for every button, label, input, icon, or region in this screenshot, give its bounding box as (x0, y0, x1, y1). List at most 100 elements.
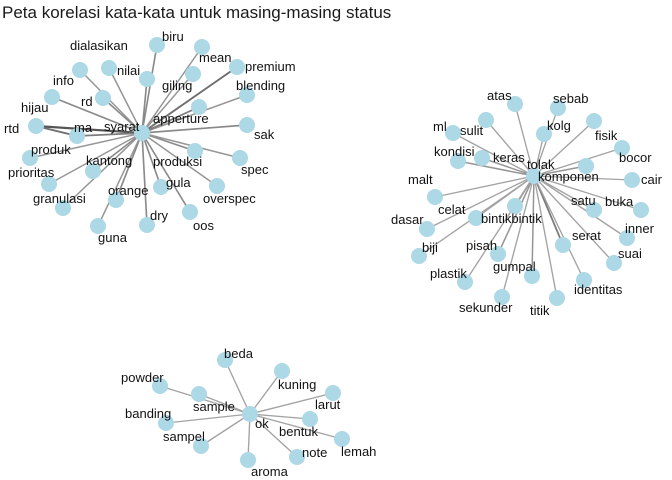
edge-tolak-ml (452, 132, 535, 177)
edge-syarat-kantong (92, 132, 143, 172)
label-satu: satu (571, 193, 596, 208)
edge-tolak-titik (533, 175, 558, 299)
edge-tolak-sulit (485, 119, 535, 177)
node-sample (191, 386, 207, 402)
edge-ok-sampel (200, 413, 251, 447)
edge-tolak-komponen (533, 165, 587, 177)
node-sampel (193, 438, 209, 454)
edge-tolak-atas (514, 103, 535, 177)
node-note (289, 449, 305, 465)
node-giling (185, 66, 201, 82)
node-buka (633, 202, 649, 218)
node-serat (555, 237, 571, 253)
label-oos: oos (193, 218, 214, 233)
label-malt: malt (408, 172, 433, 187)
label-sekunder: sekunder (459, 300, 513, 315)
edge-tolak-satu (533, 175, 595, 211)
label-giling: giling (162, 78, 192, 93)
edge-syarat-rd (102, 97, 143, 134)
label-kolg: kolg (547, 118, 571, 133)
label-sak: sak (254, 127, 275, 142)
edge-syarat-hijau (51, 96, 143, 134)
edge-tolak-fisik (533, 120, 595, 177)
node-lemah (334, 431, 350, 447)
edge-syarat-biru (141, 44, 158, 134)
label-guna: guna (98, 230, 128, 245)
label-aroma: aroma (251, 464, 289, 479)
node-malt (427, 189, 443, 205)
edge-tolak-pisah (497, 175, 535, 255)
edge-tolak-inner (533, 175, 628, 239)
node-premium (229, 59, 245, 75)
node-kondisi (450, 153, 466, 169)
label-spec: spec (241, 162, 269, 177)
label-serat: serat (572, 228, 601, 243)
edge-syarat-overspec (141, 132, 218, 187)
node-dry (139, 217, 155, 233)
edge-syarat-blending (141, 94, 248, 134)
node-kantong (85, 163, 101, 179)
label-beda: beda (224, 346, 254, 361)
node-oos (182, 204, 198, 220)
label-pisah: pisah (466, 238, 497, 253)
node-biru (149, 37, 165, 53)
label-dialasikan: dialasikan (70, 38, 128, 53)
label-blending: blending (236, 78, 285, 93)
node-beda (217, 352, 233, 368)
node-dialasikan (101, 60, 117, 76)
node-info (72, 62, 88, 78)
edge-syarat-gula (141, 132, 162, 188)
node-keras (474, 150, 490, 166)
label-prioritas: prioritas (8, 165, 55, 180)
node-rd (95, 90, 111, 106)
labels-layer: syaratbirudialasikanmeanpremiuminfonilai… (4, 29, 663, 479)
label-ml: ml (433, 119, 447, 134)
edge-syarat-granulasi (62, 132, 143, 209)
label-sebab: sebab (553, 91, 588, 106)
label-keras: keras (493, 150, 525, 165)
label-powder: powder (121, 370, 164, 385)
label-nilai: nilai (117, 63, 140, 78)
edge-tolak-kondisi (457, 160, 535, 177)
edge-tolak-sebab (533, 107, 559, 177)
label-banding: banding (125, 406, 171, 421)
node-sulit (478, 112, 494, 128)
edge-ok-sample (198, 393, 251, 415)
node-apperture (191, 99, 207, 115)
node-celat (468, 210, 484, 226)
label-fisik: fisik (595, 128, 618, 143)
label-hijau: hijau (21, 100, 48, 115)
node-kolg (536, 126, 552, 142)
edge-syarat-giling (141, 73, 194, 134)
edge-ok-kuning (249, 370, 283, 415)
label-dry: dry (150, 208, 169, 223)
label-bocor: bocor (619, 150, 652, 165)
edge-syarat-apperture (141, 106, 200, 134)
label-granulasi: granulasi (33, 191, 86, 206)
graph-title: Peta korelasi kata-kata untuk masing-mas… (2, 3, 392, 22)
node-identitas (576, 272, 592, 288)
node-overspec (209, 178, 225, 194)
label-kantong: kantong (86, 153, 132, 168)
label-rd: rd (81, 94, 93, 109)
label-apperture: apperture (153, 111, 209, 126)
label-titik: titik (530, 303, 550, 318)
edge-syarat-info (79, 69, 143, 134)
edge-ok-banding (165, 413, 251, 424)
node-komponen (578, 158, 594, 174)
label-rtd: rtd (4, 121, 19, 136)
label-biji: biji (422, 240, 438, 255)
node-larut (325, 385, 341, 401)
label-buka: buka (605, 194, 634, 209)
edge-ok-note (249, 413, 298, 458)
edge-ok-beda (224, 359, 251, 415)
node-suai (606, 255, 622, 271)
edge-syarat-dry (141, 132, 148, 226)
node-cair (624, 172, 640, 188)
label-produksi: produksi (153, 154, 202, 169)
node-atas (507, 96, 523, 112)
edge-ok-powder (159, 385, 251, 415)
label-sample: sample (193, 399, 235, 414)
edge-syarat-mean (141, 46, 203, 134)
edge-tolak-cair (533, 175, 633, 181)
